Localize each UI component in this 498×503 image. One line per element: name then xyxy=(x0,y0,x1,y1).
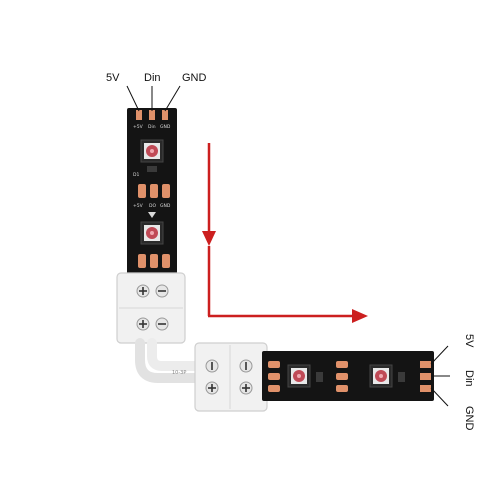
flathead-screw-icon xyxy=(155,317,169,331)
callout-line-r-gnd xyxy=(430,387,449,407)
top-label-din: Din xyxy=(144,72,161,84)
cut-pad-b1 xyxy=(150,184,158,198)
silk-in-din: Din xyxy=(148,124,156,130)
h-resistor-1 xyxy=(316,372,323,382)
cut-pad-c2 xyxy=(162,254,170,268)
arrow-right-head xyxy=(352,309,368,323)
top-pad-gnd xyxy=(162,110,168,120)
end-pad-5v xyxy=(420,361,431,368)
silk-ic-label: D1 xyxy=(133,172,139,178)
direction-arrow-icon xyxy=(202,143,368,323)
flathead-screw-icon xyxy=(205,359,219,373)
led-chip-die xyxy=(379,374,383,378)
corner-connector: 10-3P xyxy=(116,272,268,412)
silk-out-do: DO xyxy=(149,203,156,209)
right-label-5v: 5V xyxy=(463,334,475,348)
cut-line-marker xyxy=(148,212,156,218)
h-cut-pad-b1 xyxy=(268,373,280,380)
h-cut-pad-a2 xyxy=(336,361,348,368)
top-pad-din xyxy=(149,110,155,120)
cut-pad-c1 xyxy=(162,184,170,198)
connector-code: 10-3P xyxy=(172,370,186,376)
h-cut-pad-a1 xyxy=(268,361,280,368)
top-pad-5v xyxy=(136,110,142,120)
right-label-gnd: GND xyxy=(463,406,475,431)
silk-out-gnd: GND xyxy=(160,203,171,209)
right-pin-callouts: 5V Din GND xyxy=(430,334,475,431)
top-label-gnd: GND xyxy=(182,72,207,84)
phillips-screw-icon xyxy=(205,381,219,395)
connector-wire-outer xyxy=(135,338,205,383)
led-chip xyxy=(140,221,164,245)
led-chip xyxy=(369,364,393,388)
top-pin-callouts: 5V Din GND xyxy=(106,72,207,112)
phillips-screw-icon xyxy=(136,284,150,298)
callout-line-r-5v xyxy=(430,345,449,365)
h-cut-pad-b2 xyxy=(336,373,348,380)
cut-pad-a2 xyxy=(138,254,146,268)
connector-wire-inner xyxy=(147,338,205,371)
h-cut-pad-c1 xyxy=(268,385,280,392)
silk-out-5v: +5V xyxy=(133,203,144,209)
arrow-down-head xyxy=(202,231,216,246)
vertical-led-strip: +5V Din GND D1 +5V DO GND xyxy=(127,108,177,276)
cut-pad-a1 xyxy=(138,184,146,198)
h-resistor-2 xyxy=(398,372,405,382)
led-chip-die xyxy=(297,374,301,378)
right-label-din: Din xyxy=(463,370,475,387)
horizontal-led-strip xyxy=(262,351,434,401)
resistor xyxy=(147,166,157,172)
phillips-screw-icon xyxy=(136,317,150,331)
end-pad-gnd xyxy=(420,385,431,392)
cut-pad-b2 xyxy=(150,254,158,268)
end-pad-din xyxy=(420,373,431,380)
led-chip xyxy=(287,364,311,388)
led-chip xyxy=(140,139,164,163)
silk-in-5v: +5V xyxy=(133,124,144,130)
flathead-screw-icon xyxy=(155,284,169,298)
callout-line-5v xyxy=(126,85,140,112)
flathead-screw-icon xyxy=(239,359,253,373)
led-chip-die xyxy=(150,149,154,153)
h-cut-pad-c2 xyxy=(336,385,348,392)
right-clip-housing xyxy=(194,342,268,412)
silk-in-gnd: GND xyxy=(160,124,171,130)
led-chip-die xyxy=(150,231,154,235)
phillips-screw-icon xyxy=(239,381,253,395)
callout-line-gnd xyxy=(164,85,181,112)
top-label-5v: 5V xyxy=(106,72,120,84)
